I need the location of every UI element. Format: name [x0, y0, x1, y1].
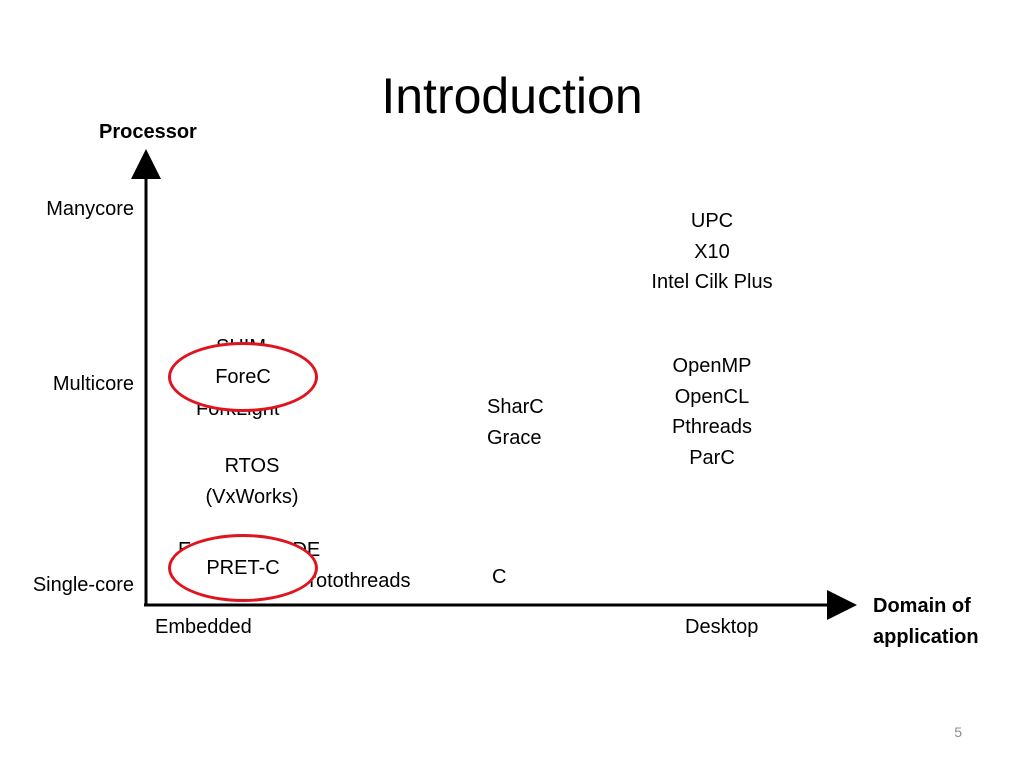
language-label: Grace: [487, 426, 542, 449]
x-level-desktop: Desktop: [685, 616, 759, 638]
language-label-protothreads: Protothreads: [296, 570, 411, 592]
rtos-list: RTOS (VxWorks): [206, 451, 299, 512]
language-label: OpenCL: [674, 385, 750, 408]
page-number: 5: [954, 724, 962, 740]
language-label: ParC: [689, 446, 735, 469]
y-axis-title: Processor: [99, 121, 197, 143]
language-label: SharC: [487, 396, 544, 418]
language-label: UPC: [690, 210, 734, 232]
language-label: Pthreads: [671, 416, 753, 438]
language-label: Intel Cilk Plus: [651, 271, 773, 293]
x-axis-title-line1: Domain of: [873, 595, 971, 617]
y-level-multicore: Multicore: [52, 373, 134, 395]
language-label: RTOS: [224, 455, 280, 477]
language-label: X10: [694, 240, 730, 263]
language-label: (VxWorks): [205, 485, 299, 508]
y-level-manycore: Manycore: [46, 198, 134, 220]
language-label: OpenMP: [672, 355, 752, 377]
forec-highlight: ForeC: [168, 342, 318, 412]
language-label-pretc: PRET-C: [206, 556, 280, 579]
multicore-middle-list: SharC Grace: [487, 392, 544, 453]
language-label-c: C: [492, 566, 507, 588]
manycore-desktop-list: UPC X10 Intel Cilk Plus: [651, 206, 772, 298]
multicore-desktop-list: OpenMP OpenCL Pthreads ParC: [672, 351, 752, 473]
x-axis-title-line2: application: [873, 626, 979, 648]
pretc-highlight: PRET-C: [168, 534, 318, 602]
x-level-embedded: Embedded: [155, 616, 252, 638]
y-level-single-core: Single-core: [32, 574, 134, 596]
language-label-forec: ForeC: [215, 365, 271, 388]
slide-title: Introduction: [381, 68, 643, 124]
